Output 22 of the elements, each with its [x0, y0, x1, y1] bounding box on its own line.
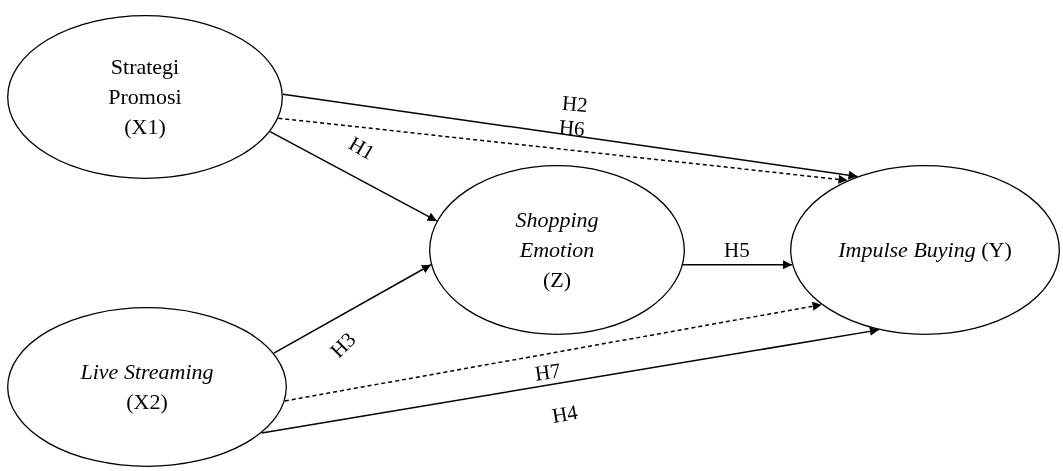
edge-label: H6: [558, 115, 586, 141]
edge-label: H3: [326, 328, 360, 362]
edge-label: H2: [561, 91, 589, 117]
arrow: [273, 264, 432, 354]
arrow: [277, 117, 849, 184]
edge-label: H7: [533, 359, 563, 385]
construct-ellipse: [429, 165, 685, 335]
edge-label: H5: [724, 239, 750, 261]
edge-label: H1: [345, 132, 379, 164]
arrow: [284, 301, 823, 402]
construct-label: Live Streaming (X2): [79, 358, 215, 416]
edge-label: H4: [550, 400, 580, 428]
arrow: [282, 93, 859, 180]
construct-label: Impulse Buying (Y): [837, 236, 1013, 264]
construct-ellipse: [7, 307, 287, 467]
construct-ellipse: [7, 15, 283, 179]
construct-ellipse: [790, 165, 1060, 335]
arrow: [682, 260, 793, 270]
construct-label: Strategi Promosi (X1): [107, 53, 183, 141]
arrow: [269, 130, 438, 222]
arrow: [260, 326, 880, 434]
construct-label: Shopping Emotion (Z): [514, 206, 600, 294]
